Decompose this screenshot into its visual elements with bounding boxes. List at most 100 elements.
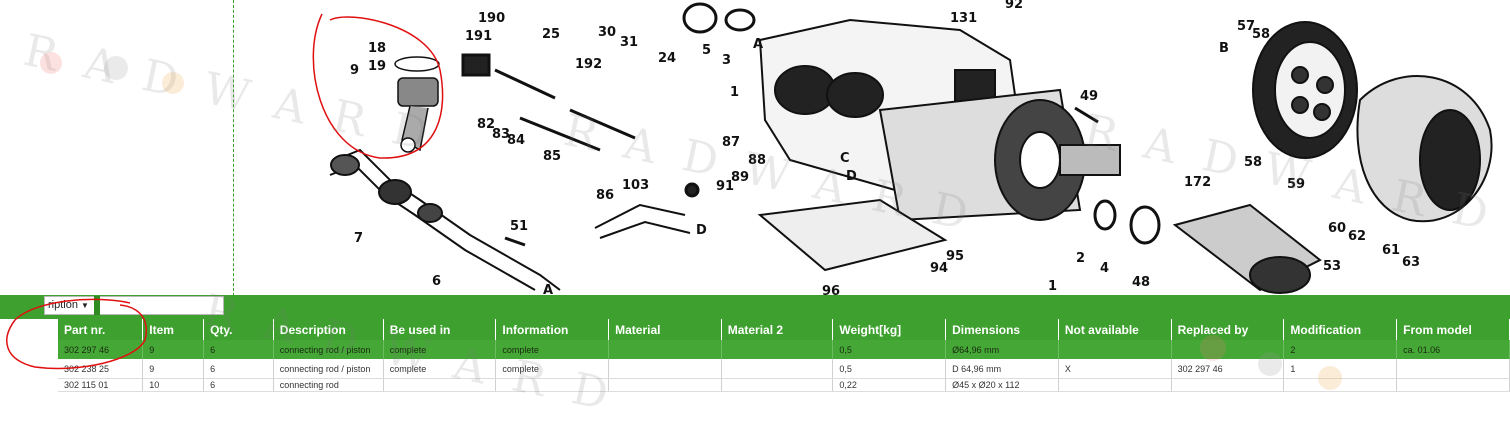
toolbar-resize-handle[interactable] — [94, 296, 100, 315]
cell-from-model: ca. 01.06 — [1396, 340, 1510, 359]
callout-190: 190 — [478, 11, 505, 26]
table-header-row: Part nr. Item Qty. Description Be used i… — [58, 319, 1510, 340]
callout-a-bottom: A — [543, 283, 553, 296]
cell-used-in: complete — [383, 340, 497, 359]
column-header-modification[interactable]: Modification — [1283, 319, 1398, 340]
red-annotation-loop — [312, 13, 444, 159]
cell-weight: 0,5 — [832, 340, 947, 359]
exploded-parts-diagram: 190 191 192 25 30 31 24 5 3 A 1 131 92 5… — [312, 0, 1493, 296]
red-annotation-circle — [6, 298, 147, 370]
column-header-description[interactable]: Description — [273, 319, 384, 340]
cell-dimensions: Ø64,96 mm — [945, 340, 1059, 359]
cell-qty: 6 — [203, 340, 274, 359]
callout-25: 25 — [542, 27, 560, 42]
callout-9: 9 — [350, 63, 359, 78]
callout-94: 94 — [930, 261, 948, 276]
callout-49: 49 — [1080, 89, 1098, 104]
cell-description: connecting rod — [273, 378, 384, 392]
chevron-down-icon: ▼ — [80, 301, 89, 310]
callout-a-top: A — [753, 37, 763, 52]
callout-58-top: 58 — [1252, 27, 1270, 42]
gasket-plate-shape — [757, 198, 948, 272]
cell-weight: 0,5 — [832, 359, 947, 379]
column-header-part-nr[interactable]: Part nr. — [58, 319, 144, 340]
cell-replaced-by: 302 297 46 — [1171, 359, 1285, 379]
misc-parts-shape — [461, 2, 1161, 247]
callout-5: 5 — [702, 43, 711, 58]
column-header-weight[interactable]: Weight[kg] — [832, 319, 947, 340]
table-toolbar — [0, 295, 1510, 319]
callout-91: 91 — [716, 179, 734, 194]
cell-replaced-by — [1171, 340, 1285, 359]
callout-88: 88 — [748, 153, 766, 168]
cell-material — [608, 340, 722, 359]
callout-87: 87 — [722, 135, 740, 150]
column-header-not-available[interactable]: Not available — [1058, 319, 1172, 340]
cell-item: 10 — [142, 378, 205, 392]
cell-modification: 2 — [1283, 340, 1398, 359]
cell-material-2 — [721, 340, 834, 359]
callout-96: 96 — [822, 284, 840, 296]
table-row[interactable]: 302 238 25 9 6 connecting rod / piston c… — [58, 359, 1510, 379]
cell-not-available — [1058, 340, 1172, 359]
column-header-material[interactable]: Material — [608, 319, 722, 340]
cell-modification — [1283, 378, 1398, 392]
column-header-information[interactable]: Information — [495, 319, 610, 340]
column-header-used-in[interactable]: Be used in — [383, 319, 497, 340]
cell-item: 9 — [142, 359, 205, 379]
callout-48: 48 — [1132, 275, 1150, 290]
callout-57: 57 — [1237, 19, 1255, 34]
callout-1-bottom: 1 — [1048, 279, 1057, 294]
callout-19: 19 — [368, 59, 386, 74]
callout-2: 2 — [1076, 251, 1085, 266]
callout-7: 7 — [354, 231, 363, 246]
cell-used-in — [383, 378, 497, 392]
stator-shape — [1172, 203, 1322, 294]
callout-61: 61 — [1382, 243, 1400, 258]
callout-131: 131 — [950, 11, 977, 26]
cell-part-nr: 302 115 01 — [58, 378, 144, 392]
callout-31: 31 — [620, 35, 638, 50]
callout-95: 95 — [946, 249, 964, 264]
cell-information: complete — [495, 340, 610, 359]
crankcase-housing-shape — [758, 18, 1121, 222]
callout-63: 63 — [1402, 255, 1420, 270]
callout-18: 18 — [368, 41, 386, 56]
panel-divider — [233, 0, 234, 296]
column-header-material-2[interactable]: Material 2 — [721, 319, 834, 340]
cell-description: connecting rod / piston — [273, 340, 384, 359]
callout-d-right: D — [846, 169, 857, 184]
cell-qty: 6 — [203, 359, 274, 379]
callout-60: 60 — [1328, 221, 1346, 236]
parts-table: Part nr. Item Qty. Description Be used i… — [58, 319, 1510, 392]
callout-84: 84 — [507, 133, 525, 148]
cell-information: complete — [495, 359, 610, 379]
table-row[interactable]: 302 297 46 9 6 connecting rod / piston c… — [58, 340, 1510, 359]
callout-82: 82 — [477, 117, 495, 132]
callout-b: B — [1219, 41, 1229, 56]
crankshaft-shape — [329, 148, 561, 291]
cell-description: connecting rod / piston — [273, 359, 384, 379]
callout-89: 89 — [731, 170, 749, 185]
column-header-from-model[interactable]: From model — [1396, 319, 1510, 340]
cell-dimensions: Ø45 x Ø20 x 112 — [945, 378, 1059, 392]
callout-83: 83 — [492, 127, 510, 142]
cell-material — [608, 378, 722, 392]
cell-not-available — [1058, 378, 1172, 392]
cell-part-nr: 302 297 46 — [58, 340, 144, 359]
callout-d-left: D — [696, 223, 707, 238]
callout-c: C — [840, 151, 850, 166]
column-header-replaced-by[interactable]: Replaced by — [1171, 319, 1285, 340]
column-header-dimensions[interactable]: Dimensions — [945, 319, 1059, 340]
column-header-qty[interactable]: Qty. — [203, 319, 274, 340]
callout-3: 3 — [722, 53, 731, 68]
cell-replaced-by — [1171, 378, 1285, 392]
callout-labels: 190 191 192 25 30 31 24 5 3 A 1 131 92 5… — [350, 0, 1420, 296]
column-header-item[interactable]: Item — [142, 319, 205, 340]
cell-from-model — [1396, 378, 1510, 392]
callout-53: 53 — [1323, 259, 1341, 274]
cell-not-available: X — [1058, 359, 1172, 379]
callout-4: 4 — [1100, 261, 1109, 276]
cell-material-2 — [721, 359, 834, 379]
table-row[interactable]: 302 115 01 10 6 connecting rod 0,22 Ø45 … — [58, 378, 1510, 392]
